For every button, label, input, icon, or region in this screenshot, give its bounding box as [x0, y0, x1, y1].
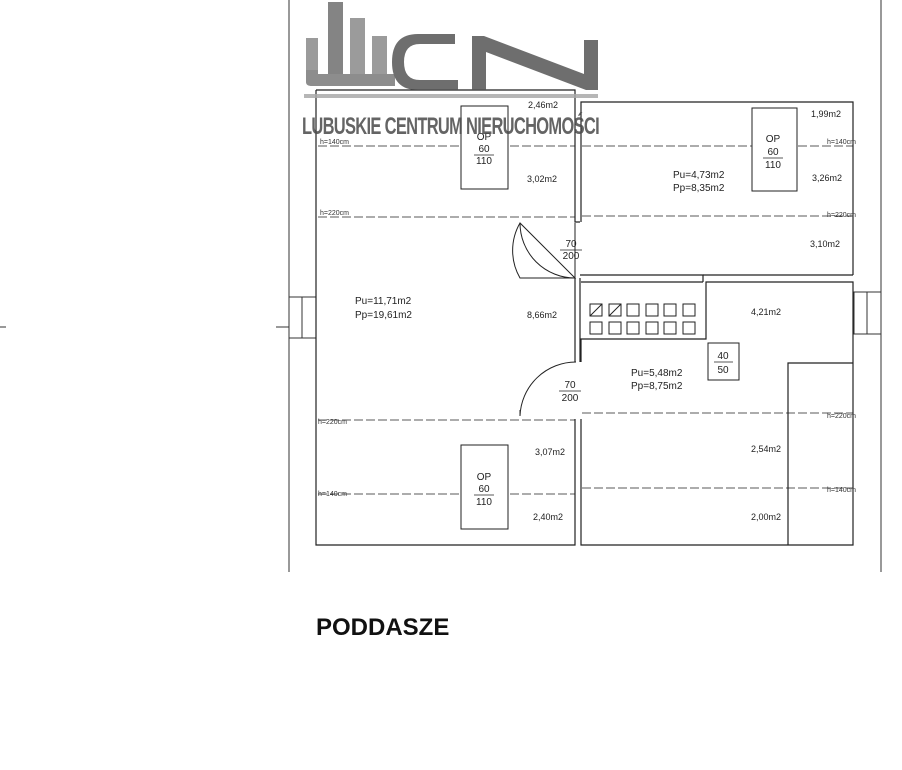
window-width: 60 — [478, 484, 490, 495]
height-label: h=140cm — [827, 139, 856, 146]
hatch-height: 50 — [717, 365, 729, 376]
area-value: 2,54m2 — [751, 444, 781, 454]
area-value: 2,00m2 — [751, 512, 781, 522]
room-labels: Pu=11,71m2 Pp=19,61m2 Pu=4,73m2 Pp=8,35m… — [355, 170, 725, 392]
outer-boundary — [0, 0, 882, 572]
roof-window: OP 60 110 — [751, 107, 798, 192]
attic-hatch: 40 50 — [707, 342, 740, 381]
area-value: 4,21m2 — [751, 307, 781, 317]
room-usable-area: Pu=11,71m2 — [355, 296, 412, 307]
door — [519, 361, 577, 417]
area-labels: 2,46m2 3,02m2 8,66m2 3,07m2 2,40m2 1,99m… — [527, 100, 842, 522]
roof-window: OP 60 110 — [460, 105, 509, 190]
area-value: 2,40m2 — [533, 512, 563, 522]
area-value: 3,07m2 — [535, 447, 565, 457]
window-type: OP — [477, 132, 492, 143]
room-usable-area: Pu=5,48m2 — [631, 368, 683, 379]
hatch-width: 40 — [717, 351, 729, 362]
staircase — [589, 303, 696, 335]
height-label: h=140cm — [318, 491, 347, 498]
window-type: OP — [477, 472, 492, 483]
roof-window: OP 60 110 — [460, 444, 509, 530]
window-height: 110 — [765, 160, 781, 171]
area-value: 2,46m2 — [528, 100, 558, 110]
room-floor-area: Pp=8,35m2 — [673, 183, 725, 194]
area-value: 3,02m2 — [527, 174, 557, 184]
height-label: h=220cm — [827, 212, 856, 219]
area-value: 1,99m2 — [811, 109, 841, 119]
side-chimney-left — [288, 296, 317, 339]
height-label: h=220cm — [320, 210, 349, 217]
door-width: 70 — [564, 380, 576, 391]
window-width: 60 — [478, 144, 490, 155]
room-usable-area: Pu=4,73m2 — [673, 170, 725, 181]
height-lines — [318, 145, 853, 495]
agency-name: LUBUSKIE CENTRUM NIERUCHOMOŚCI — [302, 112, 599, 140]
side-chimney-right — [853, 291, 882, 335]
area-value: 8,66m2 — [527, 310, 557, 320]
area-value: 3,10m2 — [810, 239, 840, 249]
height-labels: h=140cm h=140cm h=220cm h=220cm h=220cm … — [318, 139, 856, 498]
height-label: h=220cm — [827, 413, 856, 420]
height-label: h=140cm — [320, 139, 349, 146]
window-height: 110 — [476, 497, 492, 508]
height-label: h=140cm — [827, 487, 856, 494]
door-height: 200 — [562, 393, 579, 404]
height-label: h=220cm — [318, 419, 347, 426]
area-value: 3,26m2 — [812, 173, 842, 183]
window-height: 110 — [476, 156, 492, 167]
door-height: 200 — [563, 251, 580, 262]
floor-title: PODDASZE — [316, 614, 450, 641]
window-width: 60 — [767, 147, 779, 158]
walls — [315, 89, 854, 546]
room-floor-area: Pp=8,75m2 — [631, 381, 683, 392]
agency-logo: LUBUSKIE CENTRUM NIERUCHOMOŚCI — [302, 2, 600, 140]
door — [512, 222, 577, 279]
door-width: 70 — [565, 239, 577, 250]
room-floor-area: Pp=19,61m2 — [355, 310, 412, 321]
window-type: OP — [766, 134, 781, 145]
